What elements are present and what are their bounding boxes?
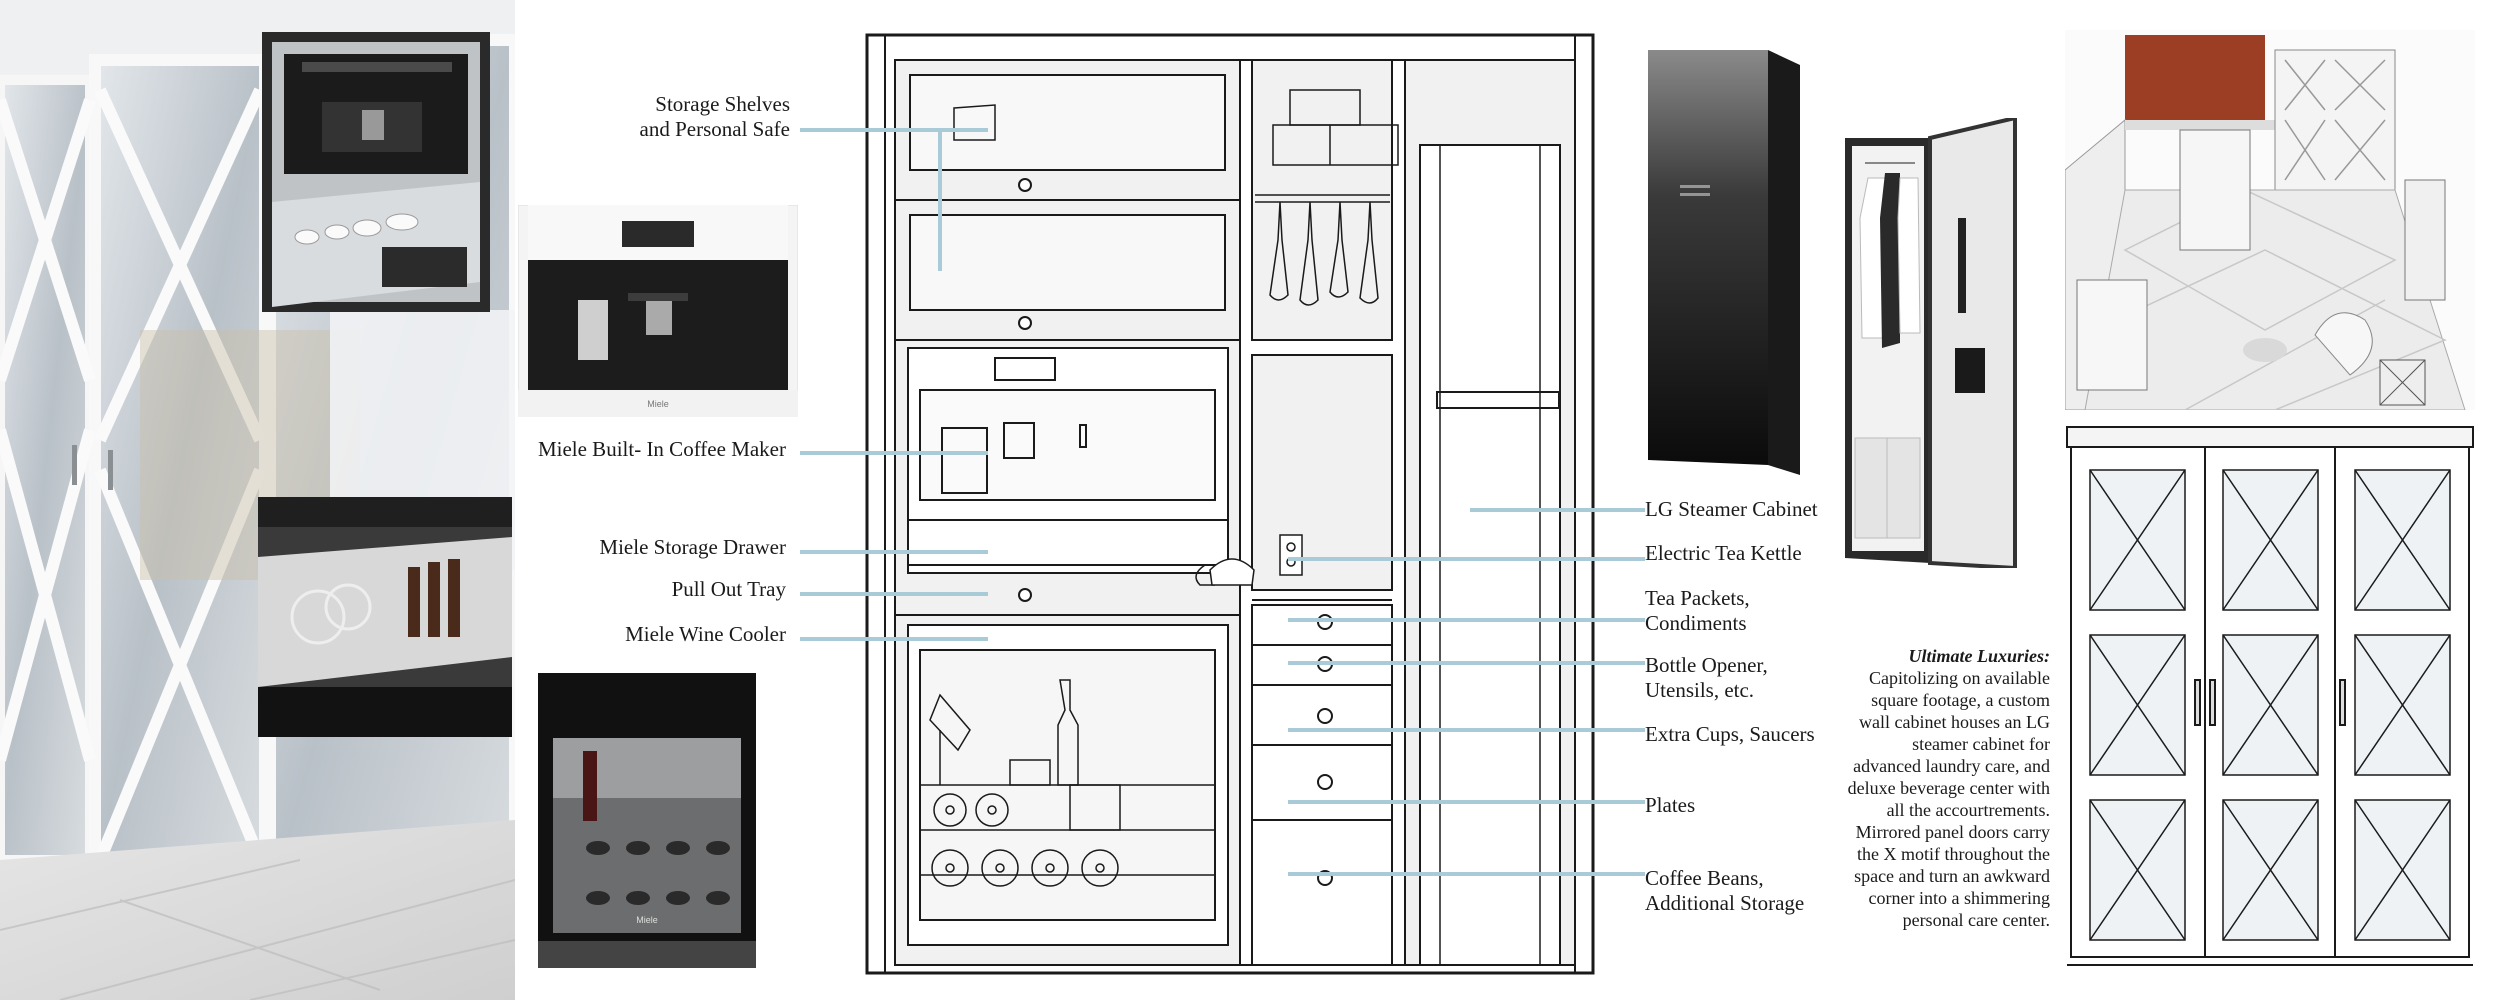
leader-storage-shelves <box>800 128 988 132</box>
note-title: Ultimate Luxuries: <box>1908 646 2050 666</box>
leader-wine-cooler <box>800 637 988 641</box>
coffee-maker-front-photo: Miele <box>518 205 798 417</box>
leader-cups <box>1288 728 1645 732</box>
leader-steamer <box>1470 508 1645 512</box>
leader-plates <box>1288 800 1645 804</box>
leader-storage-drawer <box>800 550 988 554</box>
wine-cooler-photo: Miele <box>538 673 756 968</box>
leader-storage-shelves-vertical <box>938 128 942 271</box>
label-coffee-maker: Miele Built- In Coffee Maker <box>537 437 786 461</box>
label-steamer: LG Steamer Cabinet <box>1645 497 1818 521</box>
leader-bottle-opener <box>1288 661 1645 665</box>
mirrored-door-elevation <box>2065 425 2475 975</box>
leader-tea <box>1288 618 1645 622</box>
leader-kettle <box>1288 557 1645 561</box>
brand-logo: Miele <box>636 915 658 925</box>
lg-steamer-closed-photo <box>1640 45 1810 475</box>
label-kettle: Electric Tea Kettle <box>1645 541 1802 565</box>
coffee-maker-open-photo <box>262 32 490 312</box>
lg-steamer-open-photo <box>1840 115 2025 571</box>
label-bottle-opener: Bottle Opener, Utensils, etc. <box>1645 653 1768 702</box>
label-coffee-beans: Coffee Beans, Additional Storage <box>1645 866 1805 915</box>
leader-coffee-beans <box>1288 872 1645 876</box>
label-wine-cooler: Miele Wine Cooler <box>625 622 786 646</box>
brand-logo: Miele <box>647 399 669 409</box>
label-storage-shelves: Storage Shelves and Personal Safe <box>639 92 790 141</box>
leader-coffee-maker <box>800 451 988 455</box>
label-storage-drawer: Miele Storage Drawer <box>599 535 786 559</box>
label-plates: Plates <box>1645 793 1696 817</box>
storage-drawer-photo <box>258 497 512 737</box>
label-cups: Extra Cups, Saucers <box>1645 722 1815 746</box>
room-3d-render <box>2064 30 2475 411</box>
note-body: Capitolizing on available square footage… <box>1847 668 2050 930</box>
luxuries-note: Ultimate Luxuries: Capitolizing on avail… <box>1845 645 2050 931</box>
cabinet-elevation-drawing <box>860 30 1600 980</box>
leader-pull-out-tray <box>800 592 988 596</box>
label-pull-out-tray: Pull Out Tray <box>671 577 786 601</box>
label-tea: Tea Packets, Condiments <box>1645 586 1750 635</box>
